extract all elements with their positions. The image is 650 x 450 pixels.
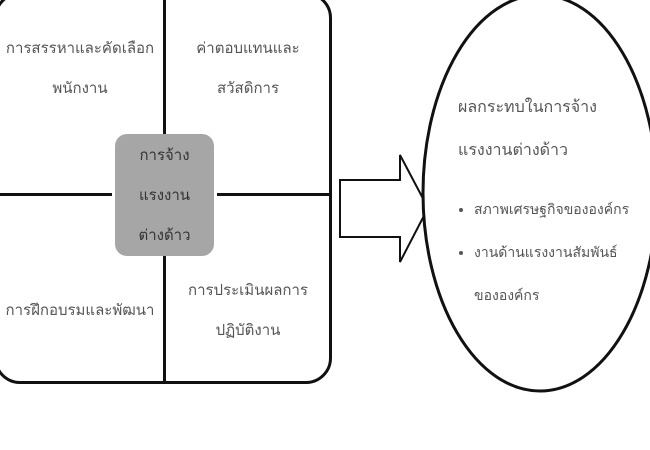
impact-title: แรงงานต่างด้าว [458,140,568,159]
center-text: แรงงาน [138,186,191,204]
impact-bullet: งานด้านแรงงานสัมพันธ์ขององค์กร [474,232,634,318]
hr-functions-frame [0,0,332,384]
quadrant-text: การฝึกอบรมและพัฒนา [5,301,155,319]
quadrant-text: การสรรหาและคัดเลือก [5,39,155,57]
divider-horizontal-left [0,193,112,196]
impact-list: สภาพเศรษฐกิจขององค์กร งานด้านแรงงานสัมพั… [458,189,648,318]
divider-horizontal-right [217,193,332,196]
center-foreign-labor-box: การจ้าง แรงงาน ต่างด้าว [115,134,214,256]
quadrant-evaluation: การประเมินผลการ ปฏิบัติงาน [168,270,328,350]
quadrant-training: การฝึกอบรมและพัฒนา [0,290,160,330]
center-text: การจ้าง [139,146,190,164]
impact-title: ผลกระทบในการจ้าง [458,97,597,116]
quadrant-compensation: ค่าตอบแทนและ สวัสดิการ [168,28,328,108]
impact-content: ผลกระทบในการจ้าง แรงงานต่างด้าว สภาพเศรษ… [458,85,648,318]
center-text: ต่างด้าว [138,226,191,244]
right-arrow [339,154,430,263]
quadrant-text: ค่าตอบแทนและ [196,39,300,57]
impact-ellipse [421,0,650,393]
quadrant-recruitment: การสรรหาและคัดเลือก พนักงาน [0,28,160,108]
quadrant-text: การประเมินผลการ [187,281,308,299]
quadrant-text: ปฏิบัติงาน [215,321,281,339]
divider-vertical-bottom [163,256,166,384]
impact-bullet: สภาพเศรษฐกิจขององค์กร [474,189,648,232]
quadrant-text: พนักงาน [52,79,108,97]
divider-vertical-top [163,0,166,135]
quadrant-text: สวัสดิการ [216,79,280,97]
